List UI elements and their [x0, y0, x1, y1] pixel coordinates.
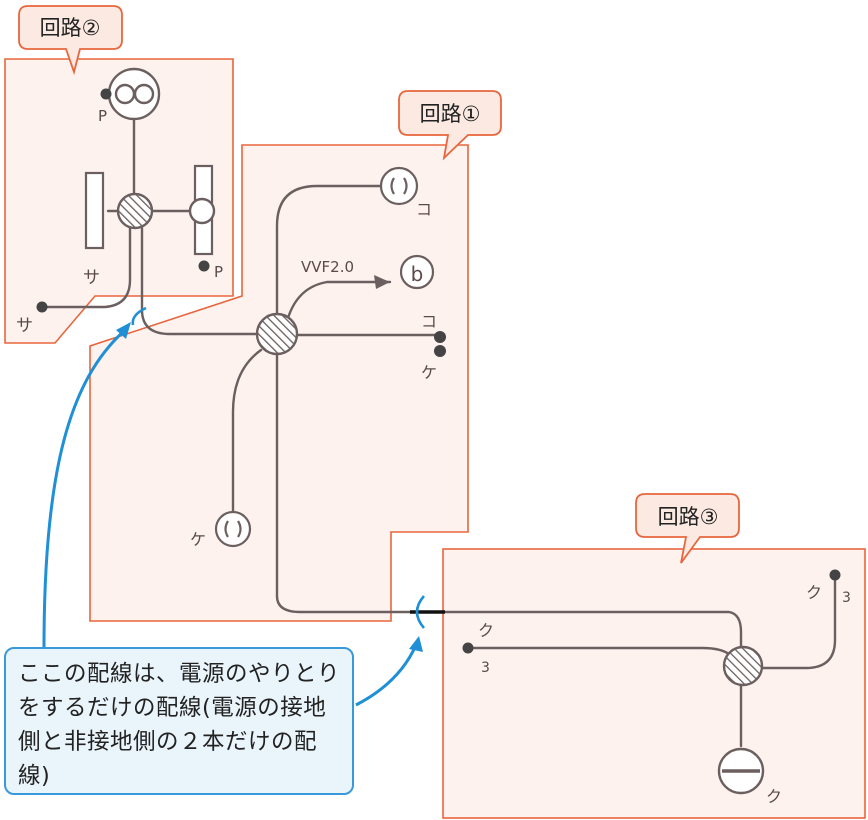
crossing-marker-1	[131, 306, 147, 326]
cable-label: VVF2.0	[301, 258, 354, 276]
circuit-3-region	[442, 548, 866, 819]
circuit-1-callout: 回路①	[398, 90, 502, 161]
explanation-note: ここの配線は、電源のやりとりをするだけの配線(電源の接地側と非接地側の２本だけの…	[4, 647, 354, 795]
leader-arrow-2-head	[409, 636, 423, 652]
circuit-3-callout: 回路③	[635, 493, 740, 564]
switch-b-icon	[399, 254, 435, 290]
circuit-2-region	[4, 58, 234, 344]
switch-dot-ku-left	[462, 642, 474, 654]
socket-c2-icon	[188, 197, 216, 225]
ku-label-top: ク	[806, 583, 822, 602]
ku-sub-left: 3	[481, 660, 490, 676]
leader-arrow-2	[355, 644, 418, 707]
lamp-ke-icon	[214, 510, 252, 548]
switch-b-label: b	[411, 262, 424, 286]
lamp-ko-icon	[379, 166, 419, 206]
junction-box-c3-icon	[722, 645, 764, 687]
ku-label-left: ク	[478, 621, 494, 640]
pilot-dot-top	[100, 88, 112, 100]
ku-label-lamp: ク	[766, 787, 782, 806]
switch-dot-sa	[36, 301, 48, 313]
pilot-dot-right	[198, 260, 210, 272]
crossing-marker-2	[415, 595, 426, 629]
leader-arrow-1	[42, 329, 126, 648]
circuit-1-region	[89, 144, 469, 622]
circuit-1-label: 回路①	[420, 102, 481, 126]
ko-label-switch: コ	[421, 312, 437, 331]
junction-box-c2-icon	[116, 192, 154, 230]
ke-label-switch: ケ	[421, 363, 437, 382]
junction-box-c1-icon	[255, 312, 299, 356]
sa-label-end: サ	[16, 316, 33, 336]
circuit-2-callout: 回路②	[18, 5, 123, 76]
switch-dot-ko	[434, 331, 446, 343]
switch-dot-ku-top	[829, 569, 841, 581]
pilot-lamp-pair-icon	[107, 67, 161, 121]
leader-arrow-1-head	[116, 322, 131, 339]
ku-sub-top: 3	[842, 590, 851, 606]
ceiling-lamp-ku-icon	[717, 747, 765, 795]
cable-arrow-head	[374, 275, 390, 289]
circuit-2-label: 回路②	[40, 16, 101, 40]
ko-label-lamp: コ	[416, 200, 432, 219]
wires	[40, 118, 837, 748]
pilot-label-top: P	[98, 107, 107, 125]
ke-label-lamp: ケ	[190, 530, 206, 549]
sa-label-bar: サ	[83, 268, 100, 288]
pilot-label-right: P	[214, 263, 223, 281]
fluorescent-bar-left-icon	[84, 171, 105, 250]
switch-dot-ke	[434, 345, 446, 357]
circuit-3-label: 回路③	[658, 505, 719, 529]
